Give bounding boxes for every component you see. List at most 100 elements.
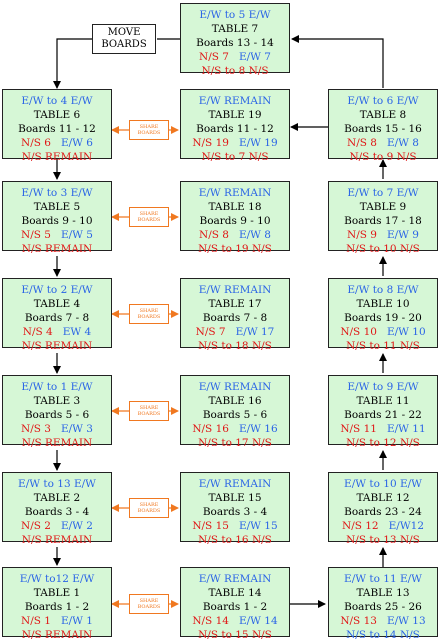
ew-move: E/W to 8 E/W	[347, 284, 419, 296]
boards-range: Boards 13 - 14	[196, 37, 274, 49]
ew-pair: E/W 7	[238, 51, 271, 63]
boards-range: Boards 25 - 26	[344, 601, 422, 613]
ns-pair: N/S 5	[21, 229, 51, 241]
ns-pair: N/S 14	[192, 615, 229, 627]
boards-range: Boards 1 - 2	[202, 601, 268, 613]
share-boards-box: SHARE BOARDS	[129, 498, 169, 518]
ew-pair: E/W 10	[386, 326, 426, 338]
ew-move: E/W to 6 E/W	[347, 95, 419, 107]
ns-pair: N/S 4	[22, 326, 53, 338]
ns-move: N/S to 19 N/S	[198, 243, 272, 255]
table-19-box: E/W REMAIN TABLE 19 Boards 11 - 12 N/S 1…	[180, 89, 290, 163]
ew-move: E/W to 13 E/W	[18, 478, 96, 490]
boards-range: Boards 3 - 4	[202, 506, 268, 518]
ns-move: N/S to 16 N/S	[198, 534, 272, 546]
table-10-box: E/W to 8 E/W TABLE 10 Boards 19 - 20 N/S…	[328, 278, 438, 352]
ns-pair: N/S 8	[347, 137, 377, 149]
ns-pair: N/S 7	[199, 51, 229, 63]
table-number: TABLE 4	[33, 298, 81, 310]
ns-pair: N/S 2	[21, 520, 51, 532]
table-number: TABLE 8	[359, 109, 407, 121]
share-boards-box: SHARE BOARDS	[129, 401, 169, 421]
boards-range: Boards 5 - 6	[24, 409, 90, 421]
ew-pair: E/W 13	[386, 615, 426, 627]
ew-pair: E/W 17	[235, 326, 275, 338]
table-8-box: E/W to 6 E/W TABLE 8 Boards 15 - 16 N/S …	[328, 89, 438, 163]
table-number: TABLE 19	[208, 109, 262, 121]
ns-pair: N/S 11	[340, 423, 377, 435]
table-number: TABLE 1	[33, 587, 81, 599]
ns-pair: N/S 1	[21, 615, 51, 627]
ns-pair: N/S 9	[347, 229, 377, 241]
share-boards-box: SHARE BOARDS	[129, 207, 169, 227]
boards-range: Boards 1 - 2	[24, 601, 90, 613]
ew-move: E/W REMAIN	[198, 573, 272, 585]
ns-pair: N/S 16	[192, 423, 229, 435]
table-4-box: E/W to 2 E/W TABLE 4 Boards 7 - 8 N/S 4 …	[2, 278, 112, 352]
ew-pair: E/W 8	[386, 137, 419, 149]
ew-move: E/W to 1 E/W	[21, 381, 93, 393]
boards-range: Boards 21 - 22	[344, 409, 422, 421]
ns-move: N/S to 7 N/S	[201, 151, 269, 163]
move-boards-box: MOVE BOARDS	[92, 24, 156, 54]
boards-range: Boards 19 - 20	[344, 312, 422, 324]
table-14-box: E/W REMAIN TABLE 14 Boards 1 - 2 N/S 14 …	[180, 567, 290, 641]
table-number: TABLE 7	[211, 23, 259, 35]
ew-pair: E/W 8	[238, 229, 271, 241]
table-number: TABLE 6	[33, 109, 81, 121]
ns-pair: N/S 6	[21, 137, 51, 149]
ns-move: N/S REMAIN	[21, 534, 93, 546]
table-number: TABLE 14	[208, 587, 262, 599]
table-17-box: E/W REMAIN TABLE 17 Boards 7 - 8 N/S 7 E…	[180, 278, 290, 352]
boards-range: Boards 15 - 16	[344, 123, 422, 135]
ew-pair: EW 4	[62, 326, 92, 338]
ew-move: E/W to12 E/W	[19, 573, 95, 585]
boards-range: Boards 5 - 6	[202, 409, 268, 421]
ns-pair: N/S 19	[192, 137, 229, 149]
ns-move: N/S to 9 N/S	[349, 151, 417, 163]
table-11-box: E/W to 9 E/W TABLE 11 Boards 21 - 22 N/S…	[328, 375, 438, 449]
boards-range: Boards 11 - 12	[196, 123, 274, 135]
table-number: TABLE 15	[208, 492, 262, 504]
ns-move: N/S to 11 N/S	[346, 340, 420, 352]
ns-pair: N/S 7	[195, 326, 226, 338]
ew-pair: E/W 19	[238, 137, 278, 149]
ns-pair: N/S 10	[340, 326, 377, 338]
ew-pair: E/W 16	[238, 423, 278, 435]
boards-range: Boards 17 - 18	[344, 215, 422, 227]
table-number: TABLE 17	[208, 298, 262, 310]
table-number: TABLE 12	[356, 492, 410, 504]
ew-move: E/W to 10 E/W	[344, 478, 422, 490]
boards-range: Boards 7 - 8	[24, 312, 90, 324]
ns-move: N/S REMAIN	[21, 243, 93, 255]
table-number: TABLE 16	[208, 395, 262, 407]
ew-pair: E/W 15	[238, 520, 278, 532]
ew-move: E/W to 11 E/W	[344, 573, 422, 585]
ew-move: E/W REMAIN	[198, 381, 272, 393]
table-13-box: E/W to 11 E/W TABLE 13 Boards 25 - 26 N/…	[328, 567, 438, 641]
table-18-box: E/W REMAIN TABLE 18 Boards 9 - 10 N/S 8 …	[180, 181, 290, 255]
table-3-box: E/W to 1 E/W TABLE 3 Boards 5 - 6 N/S 3 …	[2, 375, 112, 449]
share-boards-label: SHARE BOARDS	[137, 405, 161, 417]
ew-move: E/W to 9 E/W	[347, 381, 419, 393]
table-number: TABLE 9	[359, 201, 407, 213]
ns-move: N/S to 18 N/S	[198, 340, 272, 352]
ew-move: E/W REMAIN	[198, 187, 272, 199]
table-number: TABLE 3	[33, 395, 81, 407]
boards-range: Boards 9 - 10	[21, 215, 93, 227]
boards-range: Boards 11 - 12	[18, 123, 96, 135]
ew-pair: E/W 5	[60, 229, 93, 241]
ew-pair: E/W 2	[60, 520, 93, 532]
share-boards-box: SHARE BOARDS	[129, 594, 169, 614]
share-boards-label: SHARE BOARDS	[137, 308, 161, 320]
ns-move: N/S REMAIN	[21, 340, 93, 352]
ns-move: N/S to 17 N/S	[198, 437, 272, 449]
ns-move: N/S to 10 N/S	[346, 243, 420, 255]
table-number: TABLE 5	[33, 201, 81, 213]
ew-move: E/W to 4 E/W	[21, 95, 93, 107]
share-boards-label: SHARE BOARDS	[137, 502, 161, 514]
ew-pair: E/W 3	[60, 423, 93, 435]
ew-pair: E/W 11	[386, 423, 426, 435]
table-6-box: E/W to 4 E/W TABLE 6 Boards 11 - 12 N/S …	[2, 89, 112, 163]
